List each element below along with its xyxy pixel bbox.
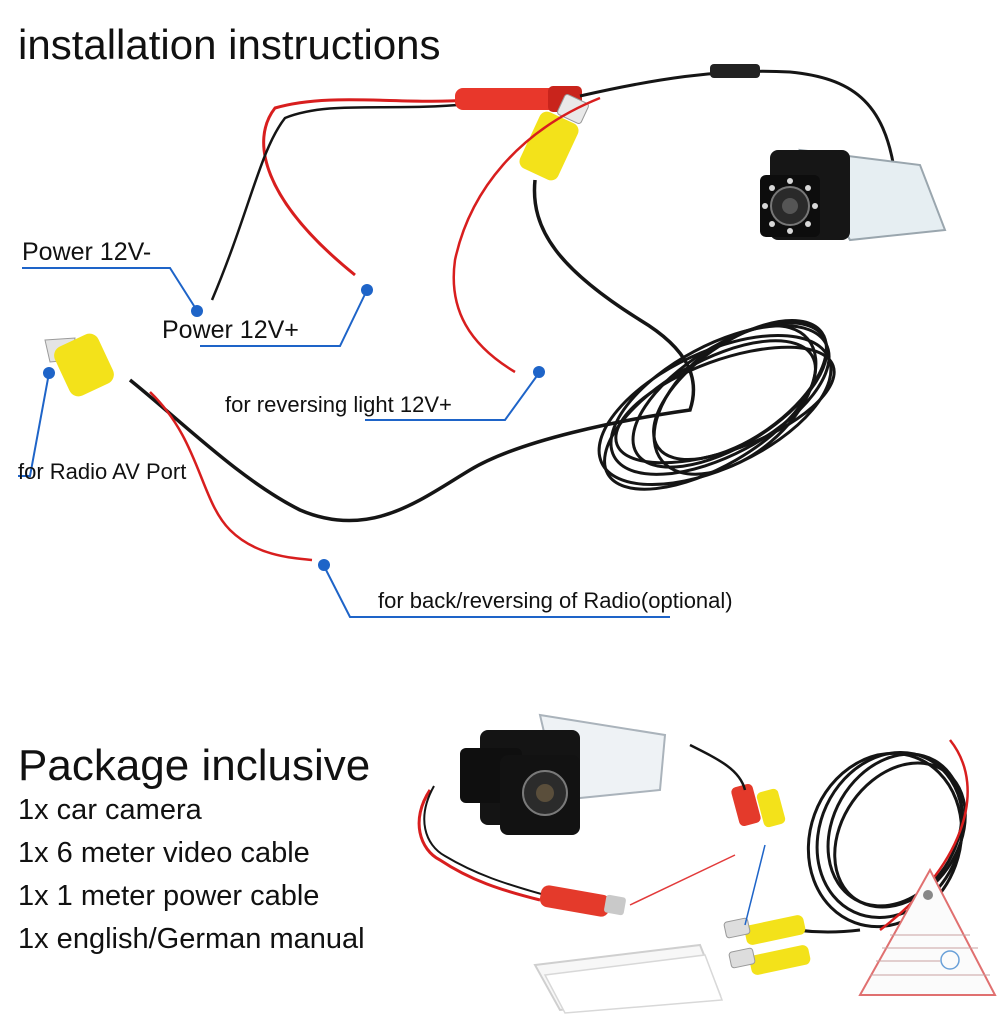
- power-connector: [455, 88, 575, 110]
- power-cable-package: [417, 785, 626, 917]
- camera-illustration-package: [460, 713, 667, 835]
- coiled-cable: [597, 318, 836, 491]
- callout-lines: [18, 267, 670, 618]
- package-item: 1x car camera: [18, 794, 202, 826]
- label-power-negative: Power 12V-: [22, 238, 152, 266]
- reversing-red-wire: [452, 96, 601, 374]
- package-item: 1x 6 meter video cable: [18, 837, 310, 869]
- label-power-positive: Power 12V+: [162, 316, 299, 344]
- rca-connectors-package: [723, 783, 811, 975]
- package-item: 1x 1 meter power cable: [18, 880, 320, 912]
- manual-papers: [533, 943, 724, 1014]
- label-reversing-light: for reversing light 12V+: [225, 392, 452, 417]
- label-back-reversing: for back/reversing of Radio(optional): [378, 588, 733, 613]
- callout-dots: [43, 284, 545, 571]
- camera-illustration-top: [760, 148, 947, 242]
- package-title: Package inclusive: [18, 741, 371, 790]
- power-black-wire: [210, 102, 469, 301]
- install-title: installation instructions: [18, 21, 441, 68]
- camera-top-cable: [579, 69, 897, 176]
- back-reversing-red-wire: [149, 391, 313, 562]
- power-red-wire: [262, 98, 471, 277]
- qc-certificate: [858, 867, 997, 996]
- rca-yellow-left: [44, 333, 114, 397]
- label-radio-av-port: for Radio AV Port: [18, 459, 187, 484]
- video-main-cable: [128, 179, 696, 523]
- package-item: 1x english/German manual: [18, 923, 365, 955]
- video-cable-coil: [769, 750, 967, 934]
